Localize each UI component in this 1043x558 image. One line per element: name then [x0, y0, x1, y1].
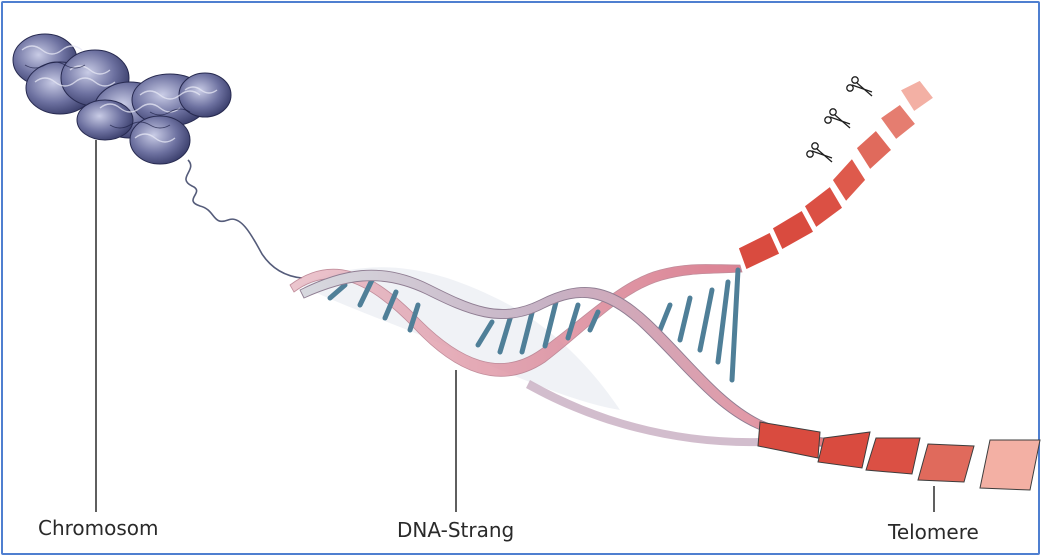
- dna-helix: [290, 264, 860, 448]
- uncoiling-strand: [186, 160, 302, 278]
- scissors-icon: [807, 143, 832, 162]
- chromosome: [13, 34, 231, 164]
- telomeres-label: Telomere: [888, 520, 979, 544]
- chromosome-label: Chromosom: [38, 516, 159, 540]
- dna-strand-label: DNA-Strang: [397, 518, 514, 542]
- telomere-strand-lower: [758, 422, 1040, 490]
- telomere-strand-upper: [738, 80, 934, 270]
- scissors-icon: [847, 77, 872, 96]
- scissors-icon: [825, 109, 850, 128]
